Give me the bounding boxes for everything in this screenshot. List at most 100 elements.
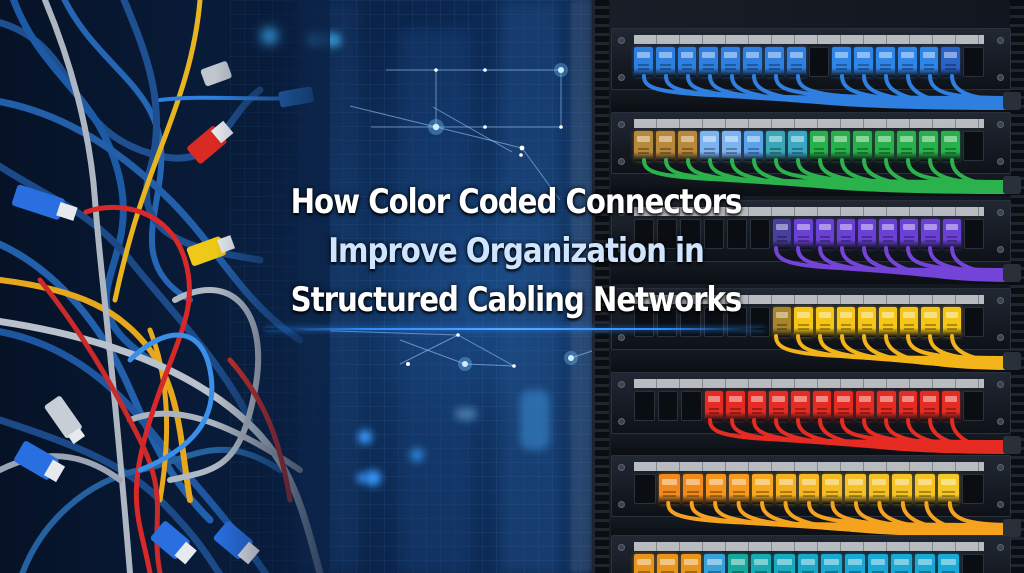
rj45-connector-blue — [677, 47, 697, 77]
title-line-1: How Color Coded Connectors — [290, 182, 743, 222]
rj45-connector-red — [834, 391, 853, 421]
rj45-connector-green — [743, 131, 763, 161]
rj45-connector-red — [898, 391, 918, 421]
screw-icon — [618, 501, 625, 508]
rj45-connector-red — [704, 391, 724, 421]
port-label-strip — [634, 207, 984, 216]
screw-icon — [618, 209, 625, 216]
screw-icon — [618, 544, 625, 551]
screw-icon — [997, 158, 1004, 165]
rj45-connector-red — [790, 391, 810, 421]
rj45-connector-orange — [915, 474, 936, 504]
rj45-connector-red — [747, 391, 767, 421]
patch-panel-teal — [611, 535, 1011, 573]
rj45-connector-red — [855, 391, 875, 421]
empty-port — [961, 474, 984, 504]
rack-rail-left — [595, 0, 609, 573]
rj45-connector-yellow — [879, 307, 898, 337]
screw-icon — [997, 297, 1004, 304]
rj45-connector-orange — [729, 474, 750, 504]
status-light — [357, 473, 367, 483]
rj45-connector-red — [726, 391, 745, 421]
rj45-connector-red — [812, 391, 832, 421]
rj45-connector-green — [787, 131, 807, 161]
patch-panel-green — [611, 112, 1011, 174]
empty-port — [680, 219, 701, 249]
port-row — [634, 554, 985, 573]
port-row — [634, 47, 984, 79]
empty-port — [961, 554, 985, 573]
port-row — [634, 219, 984, 251]
rj45-connector-yellow — [794, 307, 813, 337]
rj45-connector-orange — [822, 474, 843, 504]
screw-icon — [997, 381, 1004, 388]
status-light — [410, 448, 424, 462]
port-label-strip — [634, 542, 984, 551]
empty-port — [808, 47, 830, 77]
rj45-connector-orange — [752, 474, 773, 504]
empty-port — [681, 391, 702, 421]
empty-port — [703, 219, 724, 249]
rj45-connector-green — [919, 131, 939, 161]
rj45-connector-teal — [797, 554, 819, 573]
rj45-connector-green — [831, 131, 851, 161]
rj45-connector-orange — [798, 474, 820, 504]
empty-port — [963, 391, 984, 421]
status-light — [365, 470, 381, 486]
port-label-strip — [634, 379, 984, 388]
screw-icon — [997, 334, 1004, 341]
port-label-strip — [634, 35, 984, 44]
port-label-strip — [634, 295, 984, 304]
screw-icon — [997, 74, 1004, 81]
screw-icon — [997, 209, 1004, 216]
screw-icon — [997, 501, 1004, 508]
rj45-connector-orange — [705, 474, 727, 504]
rj45-connector-blue — [854, 47, 873, 77]
rj45-connector-green — [634, 131, 653, 161]
rj45-connector-blue — [786, 47, 806, 77]
rj45-connector-yellow — [836, 307, 855, 337]
screw-icon — [997, 121, 1004, 128]
rj45-connector-yellow — [942, 307, 961, 337]
rj45-connector-purple — [921, 219, 940, 249]
rj45-connector-purple — [794, 219, 813, 249]
rj45-connector-green — [809, 131, 829, 161]
rj45-connector-red — [877, 391, 896, 421]
rj45-connector-yellow — [921, 307, 940, 337]
rj45-connector-teal — [704, 554, 725, 573]
empty-port — [634, 219, 655, 249]
server-rack-blur — [400, 30, 470, 573]
rj45-connector-teal — [727, 554, 749, 573]
rj45-connector-purple — [815, 219, 834, 249]
rj45-connector-red — [941, 391, 961, 421]
rj45-connector-green — [897, 131, 917, 161]
rj45-connector-yellow — [815, 307, 834, 337]
rj45-connector-teal — [938, 554, 959, 573]
rj45-connector-green — [721, 131, 741, 161]
rj45-connector-orange — [938, 474, 959, 504]
screw-icon — [618, 246, 625, 253]
empty-port — [963, 131, 984, 161]
rj45-connector-purple — [836, 219, 855, 249]
status-light — [520, 390, 550, 450]
title-underline-glow — [265, 328, 765, 330]
rj45-connector-orange — [775, 474, 796, 504]
rj45-connector-teal — [657, 554, 678, 573]
rj45-connector-teal — [751, 554, 772, 573]
rj45-connector-yellow — [773, 307, 792, 337]
empty-port — [634, 391, 655, 421]
patch-panel-red — [611, 372, 1011, 434]
rj45-connector-orange — [659, 474, 680, 504]
rj45-connector-orange — [845, 474, 866, 504]
screw-icon — [618, 158, 625, 165]
port-label-strip — [634, 119, 984, 128]
rack-rail-right — [1010, 0, 1024, 573]
rj45-connector-blue — [832, 47, 852, 77]
rj45-connector-teal — [844, 554, 866, 573]
rj45-connector-red — [920, 391, 939, 421]
rj45-connector-blue — [897, 47, 917, 77]
empty-port — [963, 219, 984, 249]
rj45-connector-blue — [699, 47, 719, 77]
cable-manager — [611, 90, 1011, 112]
rj45-connector-purple — [879, 219, 898, 249]
